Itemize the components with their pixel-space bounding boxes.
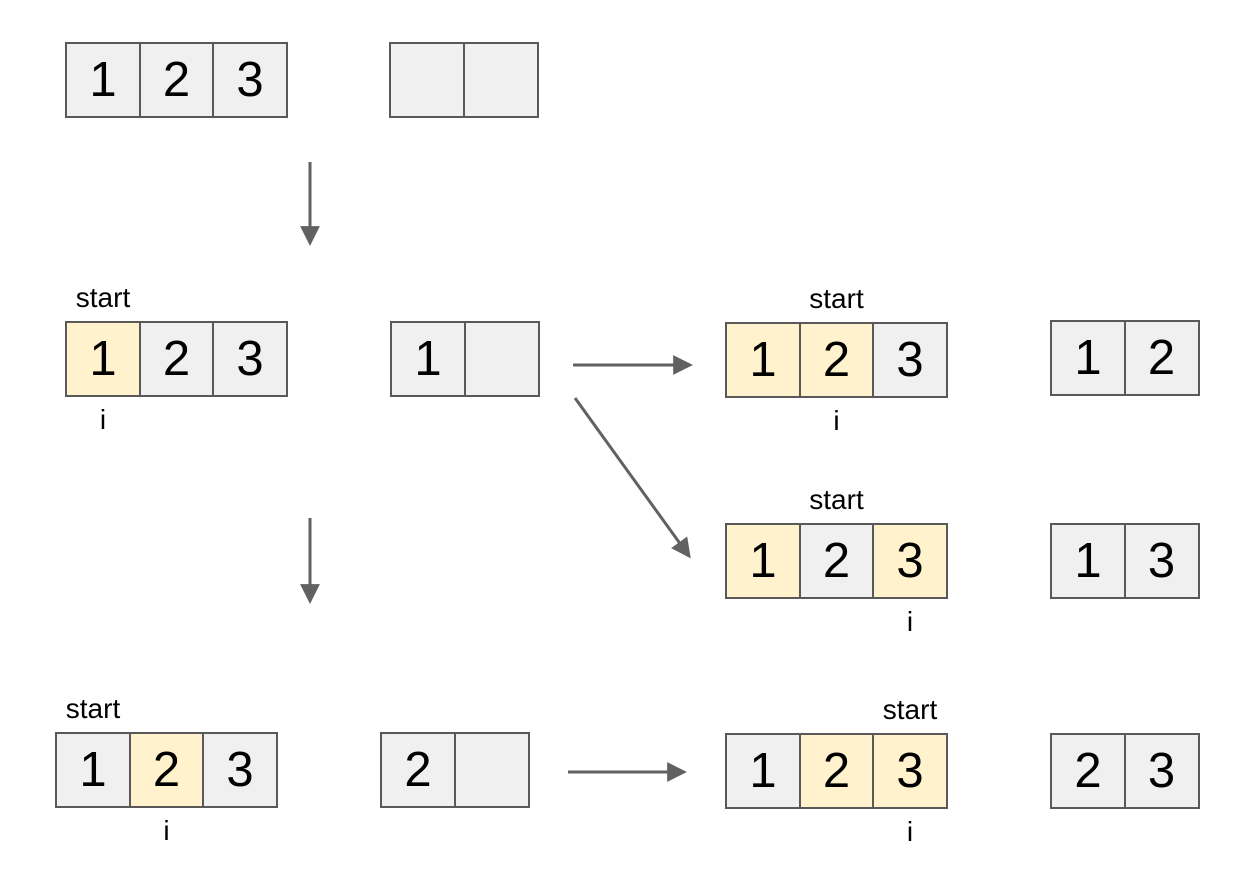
i-label-nums-row4-right: i: [906, 816, 914, 847]
cell-nums-row3-right-0: 1: [725, 523, 801, 599]
cell-nums-row2-right-0: 1: [725, 322, 801, 398]
i-label-nums-row4-left: i: [163, 815, 170, 846]
array-current-row4: 2: [380, 732, 530, 808]
i-label-nums-row3-right: i: [906, 606, 914, 637]
cell-nums-row2-right-2: 3: [872, 322, 948, 398]
array-current-row2: 1: [390, 321, 540, 397]
cell-nums-row1-0: 1: [65, 42, 141, 118]
cell-result-2-3-0: 2: [1050, 733, 1126, 809]
cell-result-1-3-1: 3: [1123, 523, 1200, 599]
cell-nums-row1-2: 3: [212, 42, 288, 118]
cell-nums-row4-right-0: 1: [725, 733, 801, 809]
cell-result-1-2-0: 1: [1050, 320, 1126, 396]
cell-nums-row2-left-2: 3: [212, 321, 288, 397]
cell-nums-row2-left-1: 2: [138, 321, 215, 397]
cell-current-row1-0: [389, 42, 465, 118]
cell-nums-row3-right-1: 2: [798, 523, 875, 599]
cell-current-row4-1: [453, 732, 530, 808]
cell-current-row2-0: 1: [390, 321, 466, 397]
cell-result-1-2-1: 2: [1123, 320, 1200, 396]
start-label-nums-row4-left: start: [65, 693, 121, 724]
cell-nums-row3-right-2: 3: [872, 523, 948, 599]
cell-nums-row2-left-0: 1: [65, 321, 141, 397]
cell-result-1-3-0: 1: [1050, 523, 1126, 599]
cell-nums-row2-right-1: 2: [798, 322, 875, 398]
i-label-nums-row2-right: i: [833, 405, 840, 436]
cell-nums-row4-right-1: 2: [798, 733, 875, 809]
start-label-nums-row2-right: start: [809, 283, 864, 314]
cell-current-row2-1: [463, 321, 540, 397]
start-label-nums-row4-right: start: [882, 694, 938, 725]
i-label-nums-row2-left: i: [99, 404, 107, 435]
start-label-nums-row2-left: start: [75, 282, 131, 313]
cell-current-row1-1: [462, 42, 539, 118]
cell-nums-row1-1: 2: [138, 42, 215, 118]
arrow-diag-row3: [573, 397, 691, 559]
cell-nums-row4-left-1: 2: [128, 732, 205, 808]
cell-nums-row4-left-2: 3: [202, 732, 278, 808]
cell-nums-row4-right-2: 3: [872, 733, 948, 809]
cell-current-row4-0: 2: [380, 732, 456, 808]
cell-result-2-3-1: 3: [1123, 733, 1200, 809]
start-label-nums-row3-right: start: [809, 484, 864, 515]
cell-nums-row4-left-0: 1: [55, 732, 131, 808]
array-current-row1: [389, 42, 539, 118]
